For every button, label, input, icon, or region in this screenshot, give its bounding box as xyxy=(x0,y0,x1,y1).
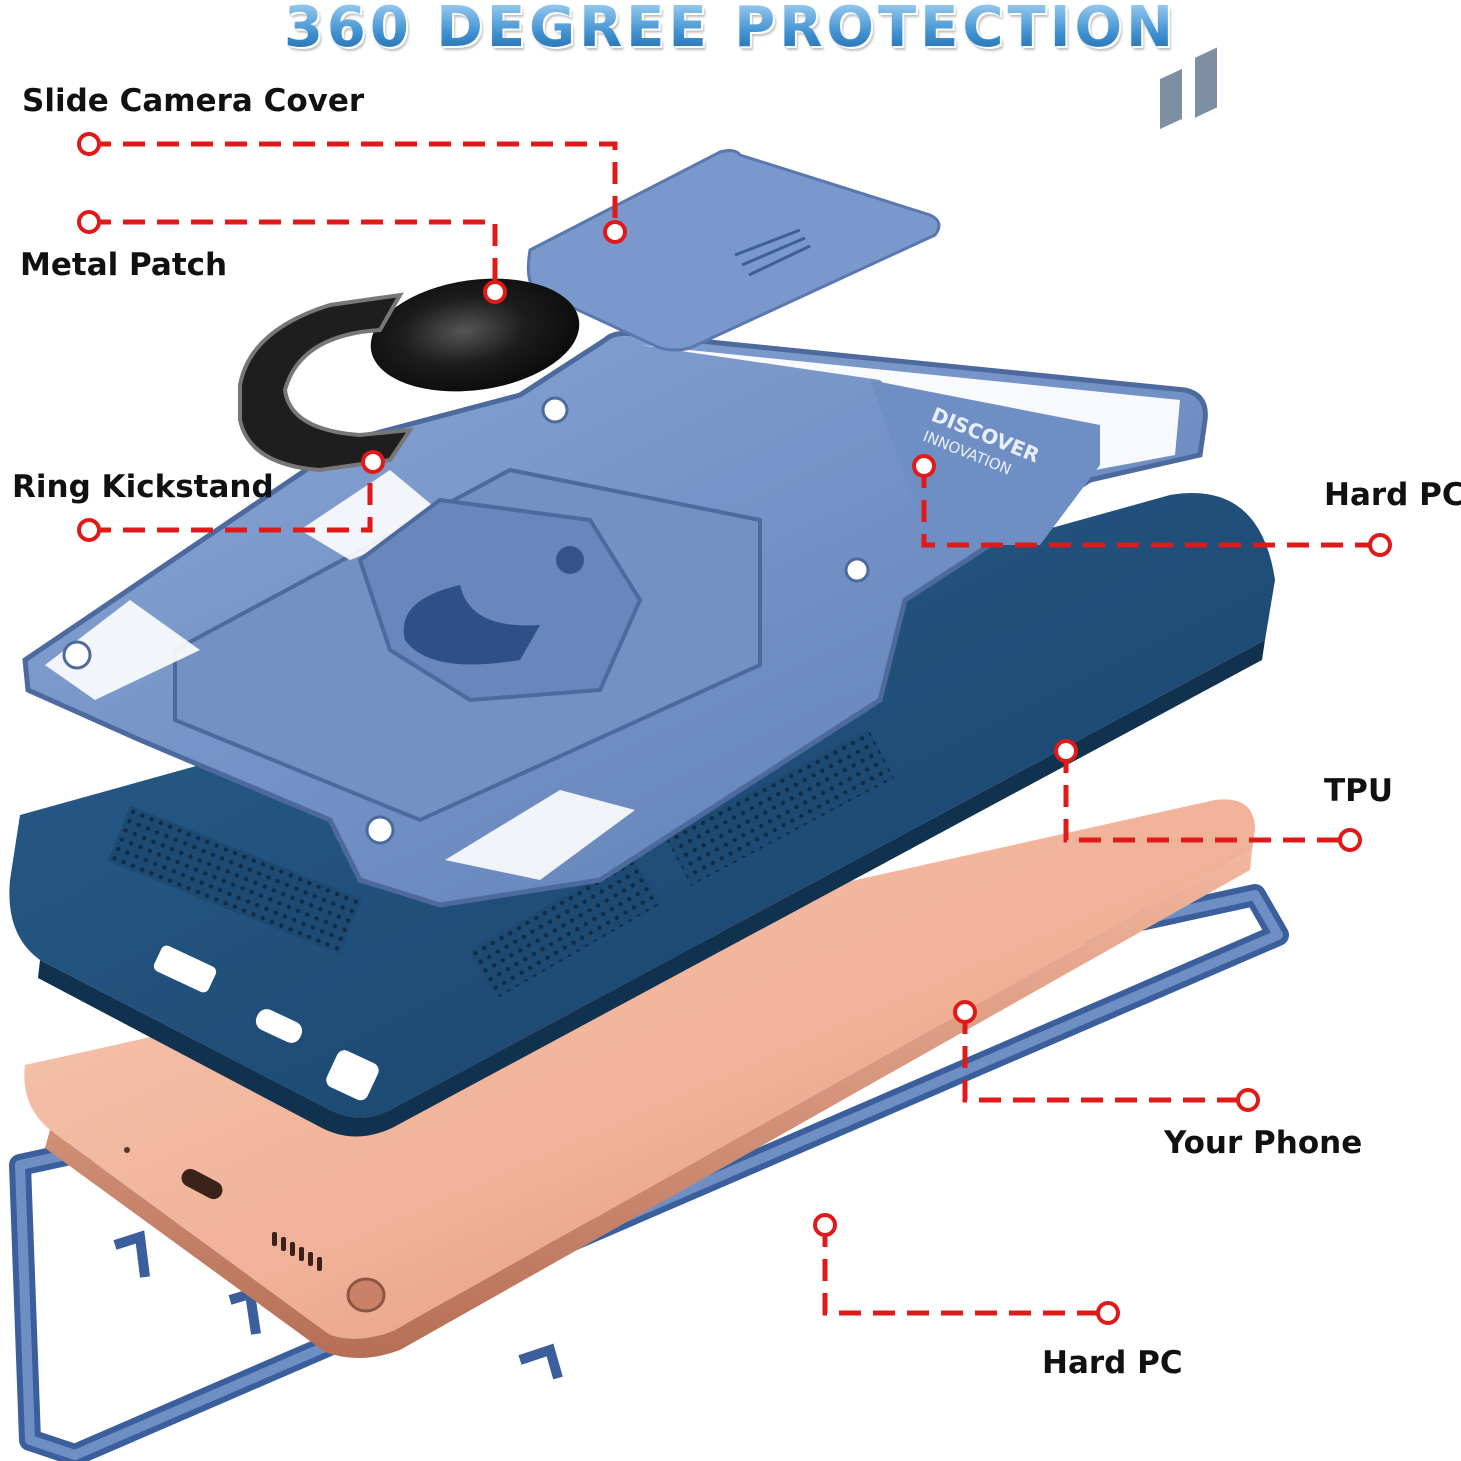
leader-endpoints xyxy=(77,132,1392,1325)
leader-lines xyxy=(89,141,1380,1316)
slide-camera-cover xyxy=(526,149,941,352)
ring-kickstand xyxy=(238,292,415,473)
phone-body xyxy=(24,799,1255,1359)
metal-patch-disc xyxy=(370,278,580,392)
magnetic-ring-base xyxy=(357,497,643,703)
callout-ring-kickstand: Ring Kickstand xyxy=(12,469,274,505)
headline: 360 DEGREE PROTECTION xyxy=(0,0,1461,62)
callout-your-phone: Your Phone xyxy=(1164,1125,1363,1161)
s-pen-slot xyxy=(346,1277,386,1313)
usb-c-port xyxy=(181,1168,223,1200)
phone-mic-hole xyxy=(124,1147,130,1153)
speaker-grille xyxy=(272,1232,322,1271)
callout-metal-patch: Metal Patch xyxy=(20,247,228,283)
callout-hard-pc-top: Hard PC xyxy=(1324,477,1461,513)
callout-tpu: TPU xyxy=(1324,773,1394,809)
top-hard-pc-back-plate: DISCOVER INNOVATION xyxy=(22,330,1208,908)
callout-hard-pc-bottom: Hard PC xyxy=(1042,1345,1183,1381)
callout-slide-camera-cover: Slide Camera Cover xyxy=(22,83,365,119)
